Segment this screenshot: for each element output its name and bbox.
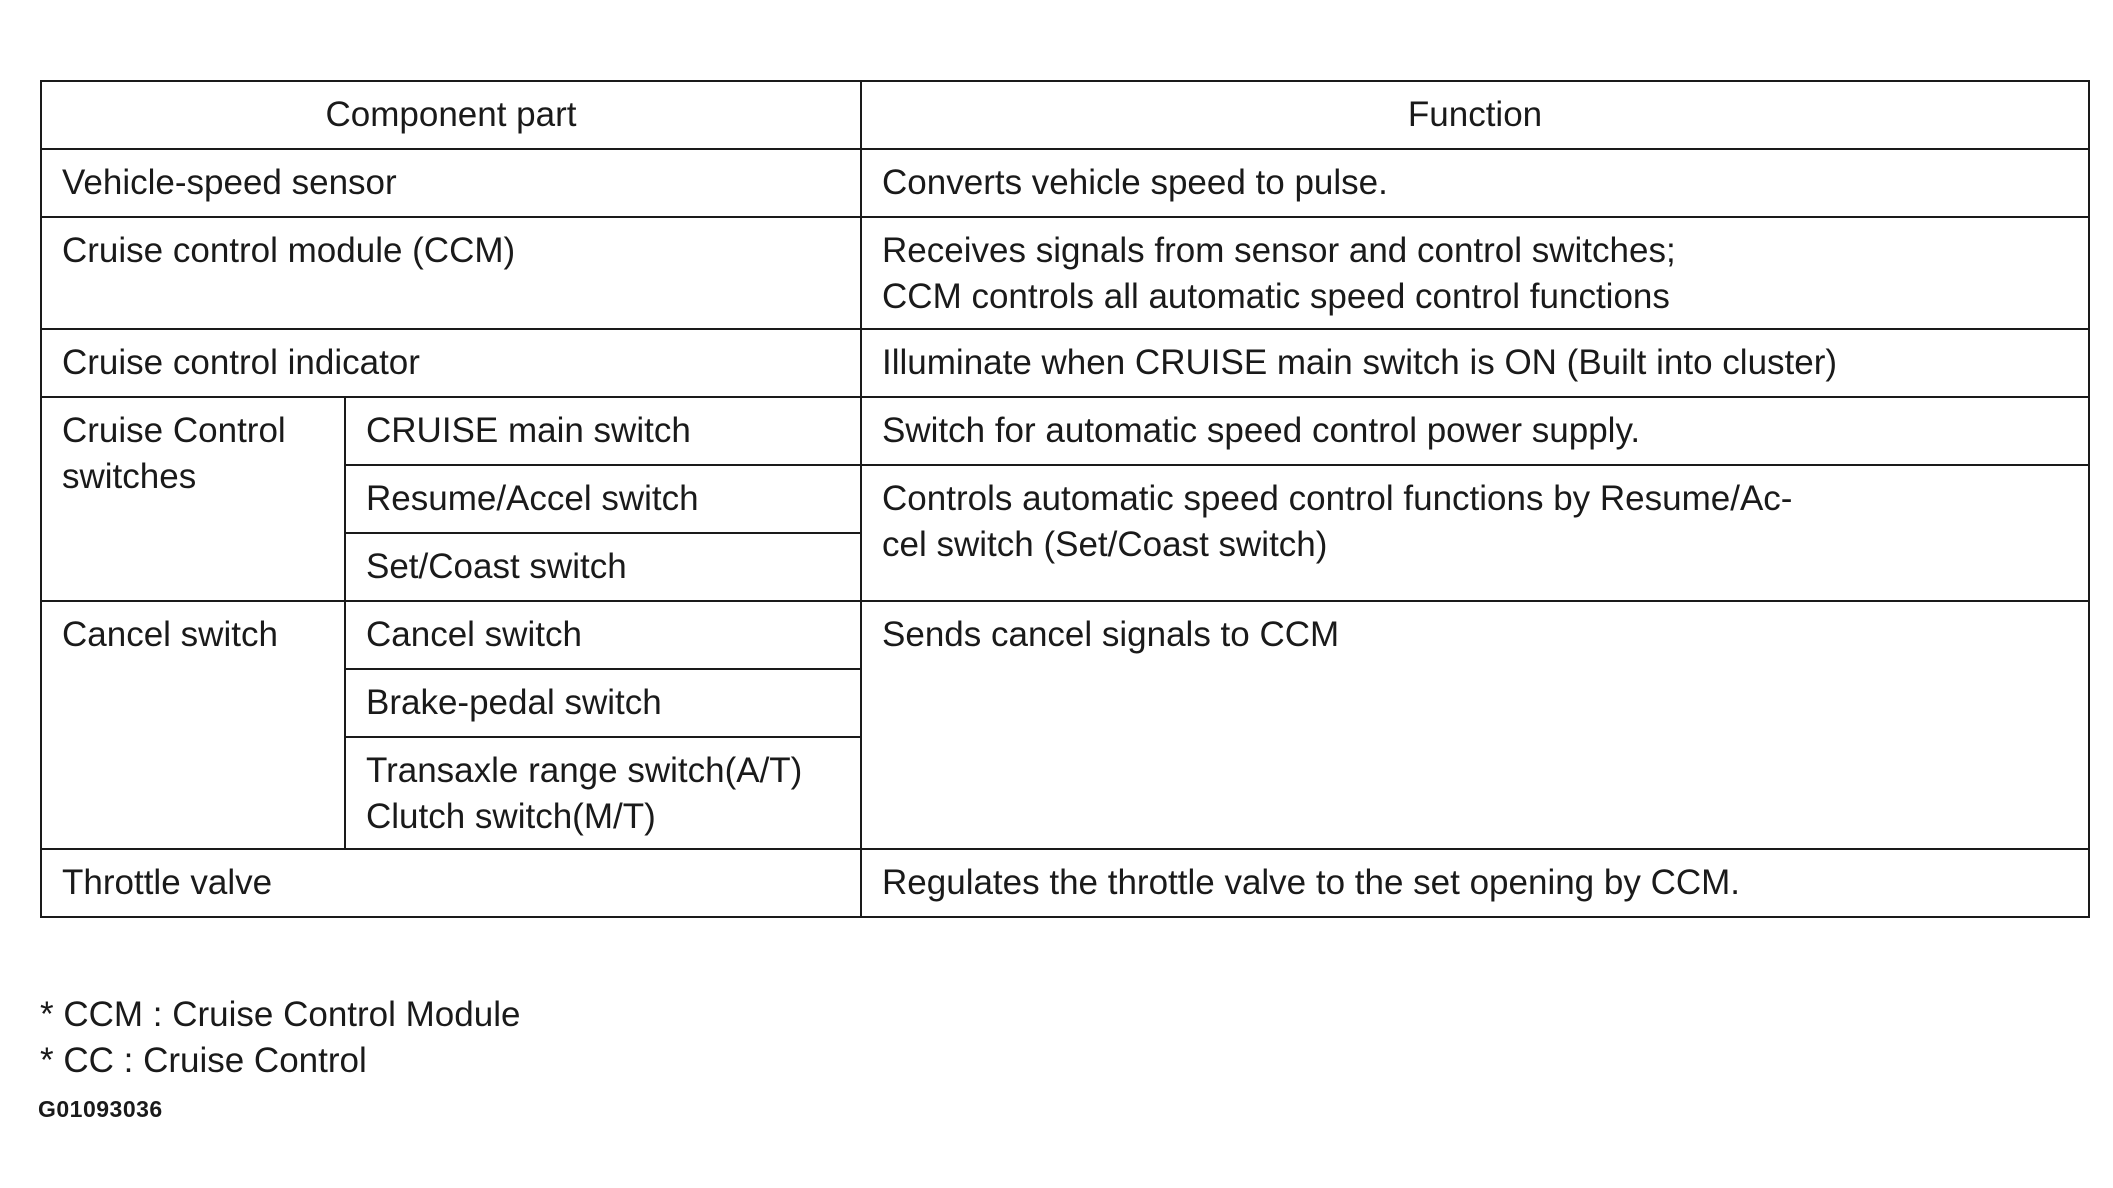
function-line: Controls automatic speed control functio…: [882, 479, 1793, 518]
footnote-ccm: * CCM : Cruise Control Module: [40, 995, 521, 1034]
table-row-transaxle-switch: Transaxle range switch(A/T) Clutch switc…: [41, 736, 2089, 850]
cell-group-cancel: Cancel switch: [40, 600, 346, 850]
table-header-row: Component part Function: [39, 80, 2091, 150]
cell-function: Illuminate when CRUISE main switch is ON…: [860, 328, 2091, 398]
group-line: switches: [62, 457, 197, 496]
function-line: Receives signals from sensor and control…: [882, 231, 1676, 270]
cell-part: Throttle valve: [39, 848, 863, 918]
function-line: cel switch (Set/Coast switch): [882, 525, 1328, 564]
cell-subpart: Resume/Accel switch: [343, 464, 863, 534]
figure-code: G01093036: [38, 1096, 163, 1122]
footnote-cc: * CC : Cruise Control: [40, 1041, 367, 1080]
table-row-vehicle-speed-sensor: Vehicle-speed sensor Converts vehicle sp…: [39, 148, 2091, 218]
cell-part: Vehicle-speed sensor: [39, 148, 863, 218]
table-row-ccm: Cruise control module (CCM) Receives sig…: [39, 216, 2091, 330]
cell-function: Switch for automatic speed control power…: [860, 396, 2091, 466]
cell-subpart: Transaxle range switch(A/T) Clutch switc…: [343, 736, 863, 850]
component-function-table: Component part Function Vehicle-speed se…: [39, 80, 2091, 918]
cell-function: Receives signals from sensor and control…: [860, 216, 2091, 330]
table-row-cancel-switch: Cancel switch Cancel switch Sends cancel…: [40, 600, 2091, 850]
table-row-set-coast-switch: Set/Coast switch: [41, 532, 2089, 602]
cell-subpart: Set/Coast switch: [343, 532, 863, 602]
subpart-line: Transaxle range switch(A/T): [366, 751, 803, 790]
footnotes: * CCM : Cruise Control Module * CC : Cru…: [40, 992, 520, 1084]
table-row-indicator: Cruise control indicator Illuminate when…: [39, 328, 2091, 398]
table-row-cruise-main-switch: Cruise Control switches CRUISE main swit…: [40, 396, 2091, 602]
header-function: Function: [860, 80, 2091, 150]
cell-group-cc-switches: Cruise Control switches: [40, 396, 346, 602]
table-row-throttle-valve: Throttle valve Regulates the throttle va…: [39, 848, 2091, 918]
cell-part: Cruise control module (CCM): [39, 216, 863, 330]
cell-subpart: Brake-pedal switch: [343, 668, 863, 738]
cell-function: Converts vehicle speed to pulse.: [860, 148, 2091, 218]
cell-function: Controls automatic speed control functio…: [860, 464, 2091, 602]
cell-function: Regulates the throttle valve to the set …: [860, 848, 2091, 918]
group-line: Cruise Control: [62, 411, 286, 450]
table-row-brake-pedal-switch: Brake-pedal switch: [41, 668, 2089, 738]
function-line: CCM controls all automatic speed control…: [882, 277, 1670, 316]
header-component-part: Component part: [39, 80, 863, 150]
table-row-resume-accel-switch: Resume/Accel switch Controls automatic s…: [41, 464, 2091, 602]
cell-function: Sends cancel signals to CCM: [860, 600, 2091, 850]
cell-subpart: CRUISE main switch: [343, 396, 863, 466]
subpart-line: Clutch switch(M/T): [366, 797, 656, 836]
cell-part: Cruise control indicator: [39, 328, 863, 398]
cell-subpart: Cancel switch: [343, 600, 863, 670]
